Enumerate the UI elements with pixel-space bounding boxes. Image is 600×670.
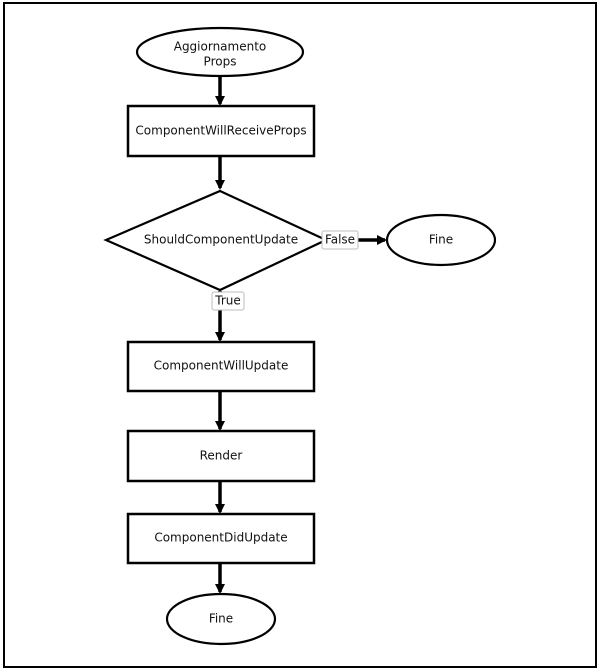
end-false-label: Fine xyxy=(429,233,453,247)
diagram-frame xyxy=(3,2,597,668)
edge-label-true-text: True xyxy=(214,294,241,308)
did-update-box xyxy=(126,512,316,565)
edge-label-true: True xyxy=(211,291,245,311)
end-final-label: Fine xyxy=(209,612,233,626)
render-node: Render xyxy=(126,429,316,483)
should-update-diamond xyxy=(103,189,329,292)
start-label-line-2: Props xyxy=(204,55,237,69)
end-final-node: Fine xyxy=(165,592,277,646)
render-box xyxy=(126,429,316,483)
edge-label-false: False xyxy=(321,230,359,250)
end-final-ellipse xyxy=(165,592,277,646)
did-update-label: ComponentDidUpdate xyxy=(154,531,287,545)
render-label: Render xyxy=(200,449,243,463)
will-receive-props-node: ComponentWillReceiveProps xyxy=(126,104,316,158)
end-false-node: Fine xyxy=(385,213,497,267)
should-update-label: ShouldComponentUpdate xyxy=(144,233,298,247)
will-update-label: ComponentWillUpdate xyxy=(154,359,289,373)
edge-label-true-box xyxy=(211,291,245,311)
will-update-box xyxy=(126,340,316,393)
did-update-node: ComponentDidUpdate xyxy=(126,512,316,565)
edge-label-false-box xyxy=(321,230,359,250)
will-receive-props-box xyxy=(126,104,316,158)
will-receive-props-label: ComponentWillReceiveProps xyxy=(135,124,306,138)
start-ellipse xyxy=(135,26,305,78)
should-update-node: ShouldComponentUpdate xyxy=(103,189,329,292)
will-update-node: ComponentWillUpdate xyxy=(126,340,316,393)
end-false-ellipse xyxy=(385,213,497,267)
start-label-line-1: Aggiornamento xyxy=(174,40,267,54)
edge-label-false-text: False xyxy=(325,233,355,247)
start-node: Aggiornamento Props xyxy=(135,26,305,78)
